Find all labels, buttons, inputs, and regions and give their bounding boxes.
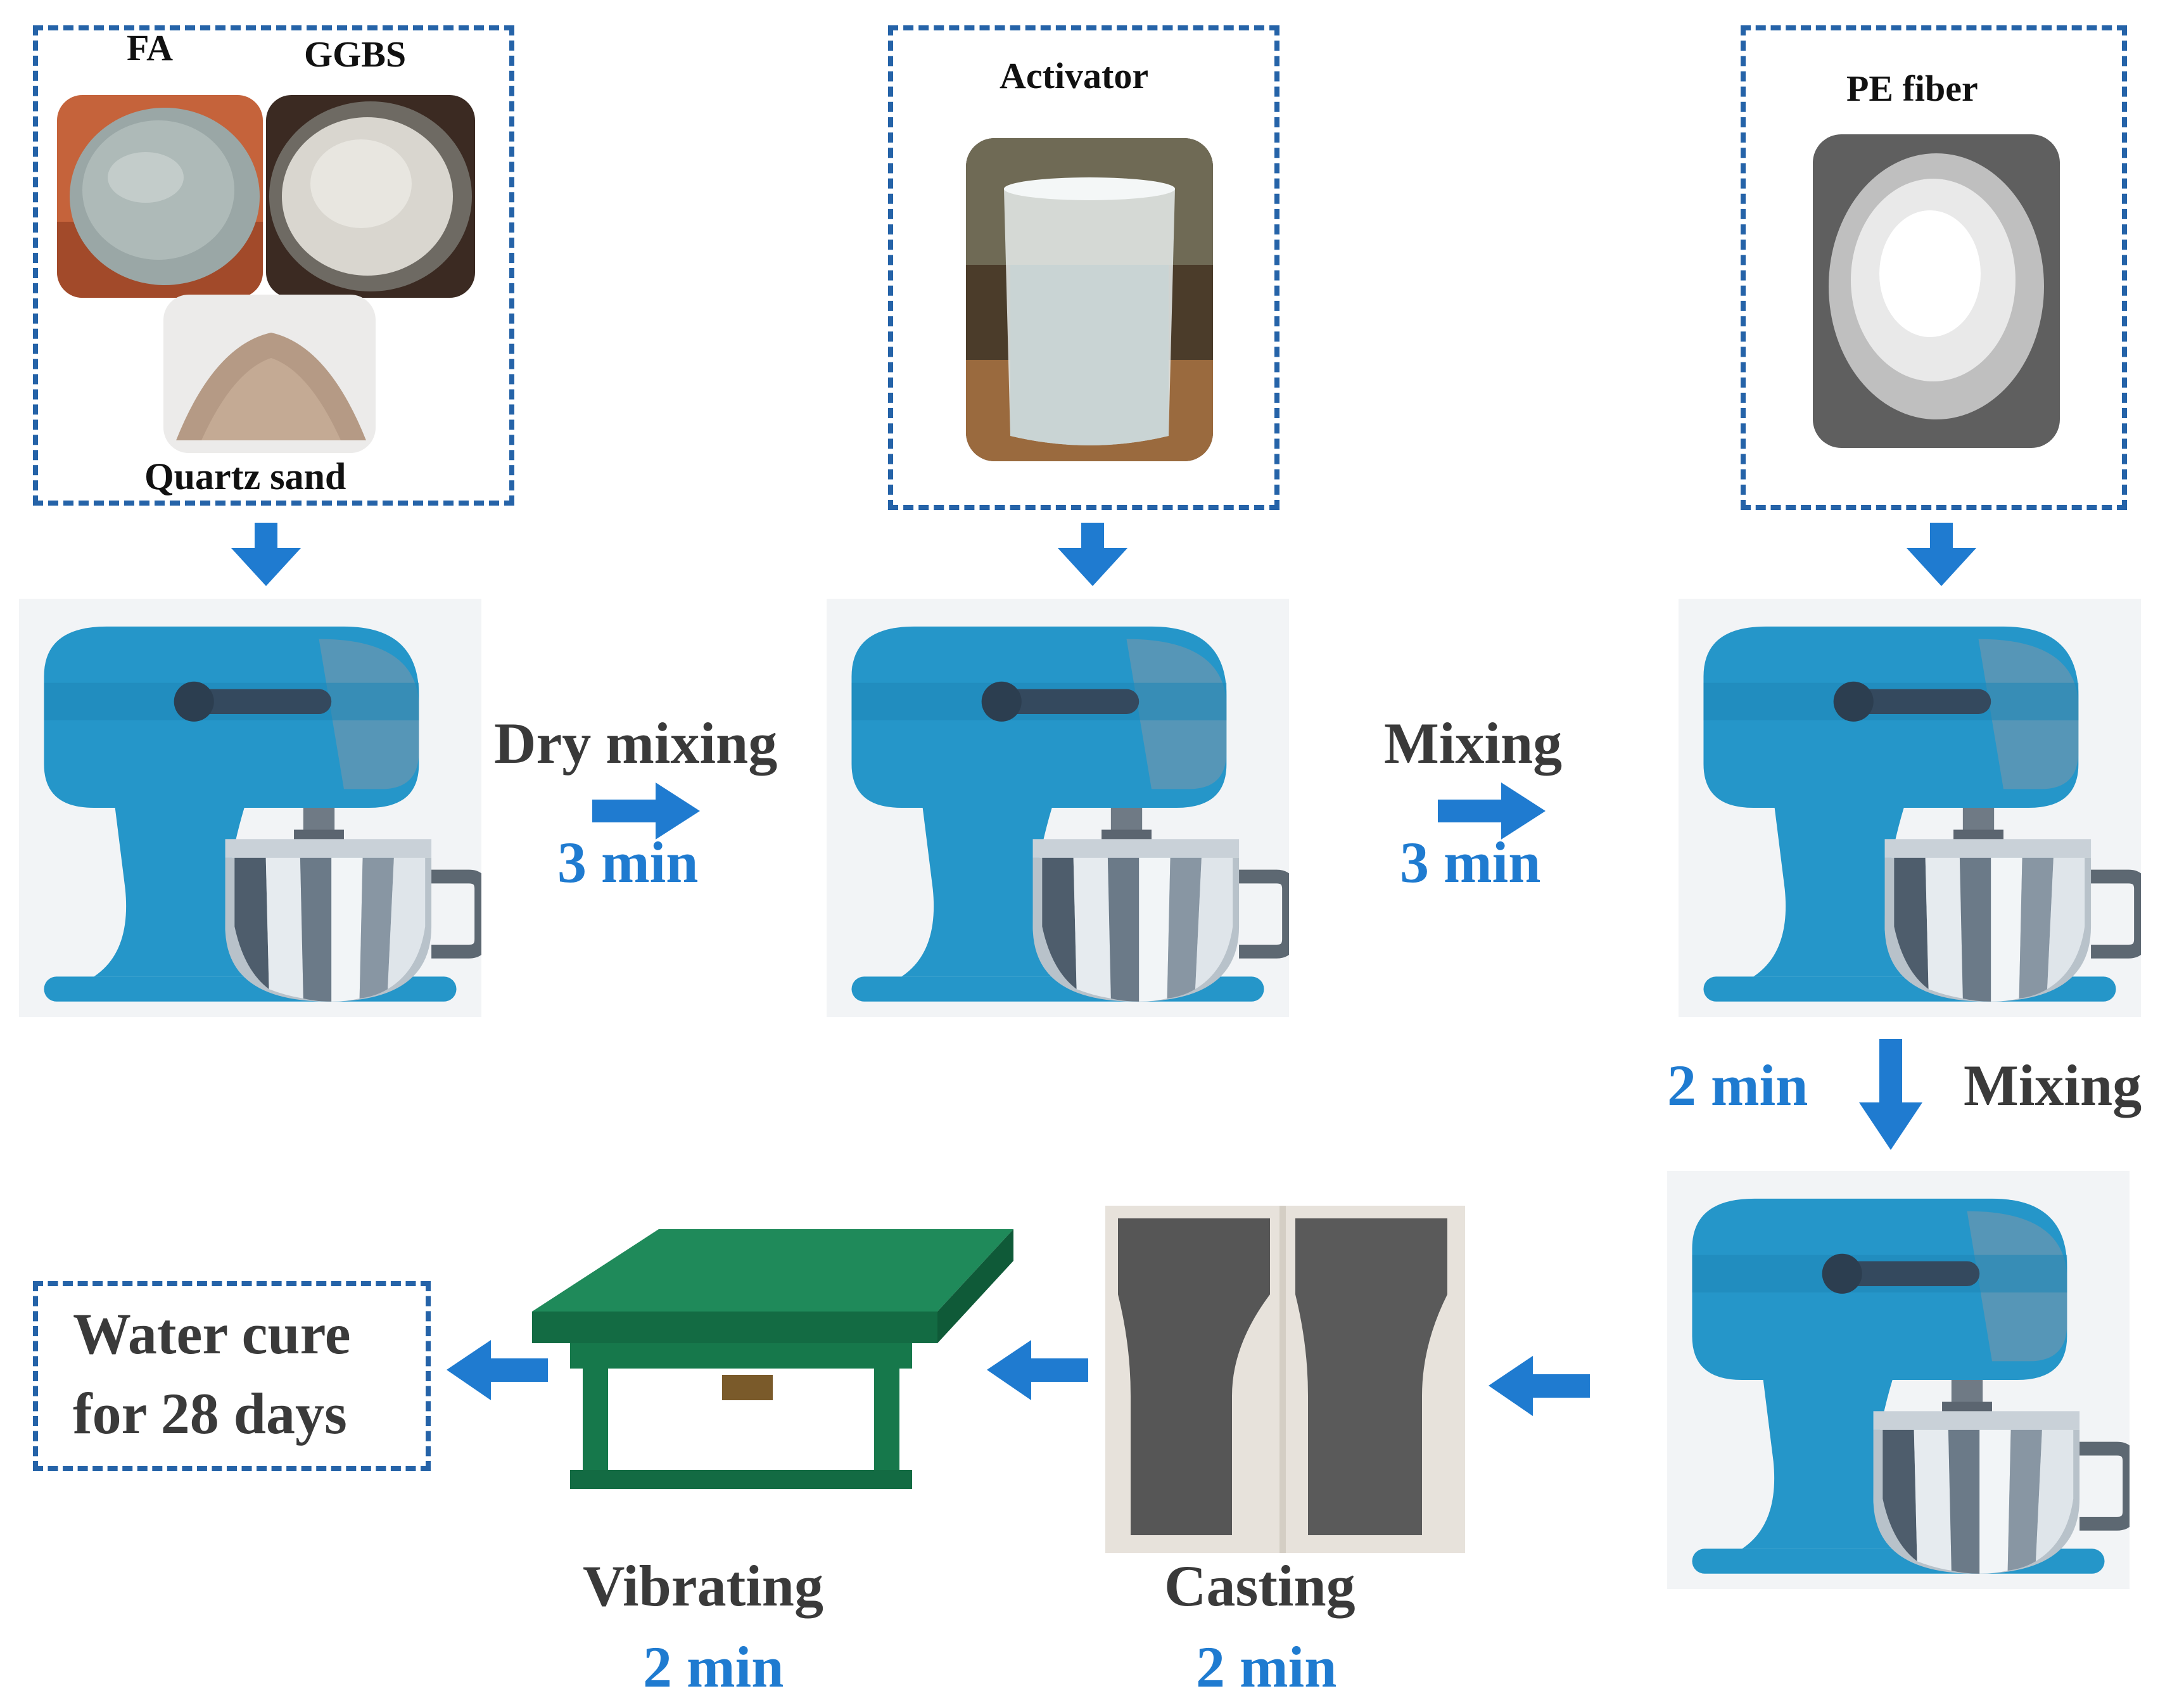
mixing-1-time: 3 min <box>1400 830 1541 895</box>
pe-fiber-photo <box>1813 134 2060 448</box>
left-arrow-1 <box>1489 1356 1590 1416</box>
quartz-sand-label: Quartz sand <box>144 456 346 497</box>
fa-photo <box>57 95 263 298</box>
vibrating-table-photo <box>532 1229 1013 1495</box>
activator-box <box>888 25 1279 510</box>
left-arrow-2 <box>987 1340 1088 1400</box>
mixer-4 <box>1667 1171 2130 1589</box>
raw-materials-box <box>33 25 514 506</box>
vibrating-label: Vibrating <box>583 1554 823 1618</box>
water-cure-box <box>33 1281 431 1471</box>
down-arrow-1 <box>231 523 301 586</box>
vibrating-time: 2 min <box>643 1635 784 1698</box>
mixer-1 <box>19 599 481 1017</box>
water-cure-line-2: for 28 days <box>73 1381 347 1446</box>
pe-fiber-label: PE fiber <box>1846 68 1978 109</box>
mixer-3 <box>1679 599 2141 1017</box>
water-cure-line-1: Water cure <box>73 1301 351 1366</box>
ggbs-label: GGBS <box>304 34 407 75</box>
casting-label: Casting <box>1164 1554 1355 1618</box>
casting-time: 2 min <box>1196 1635 1337 1698</box>
activator-photo <box>966 138 1213 461</box>
pe-fiber-box <box>1741 25 2127 510</box>
mixing-2-label: Mixing <box>1964 1053 2142 1118</box>
left-arrow-3 <box>447 1340 548 1400</box>
down-arrow-3 <box>1907 523 1976 586</box>
mixing-1-label: Mixing <box>1384 711 1563 776</box>
fa-label: FA <box>127 27 174 68</box>
dry-mixing-label: Dry mixing <box>494 711 778 776</box>
dry-mixing-time: 3 min <box>557 830 699 895</box>
quartz-sand-photo <box>163 295 376 453</box>
mixer-2 <box>827 599 1289 1017</box>
mixing-2-time: 2 min <box>1667 1053 1808 1118</box>
casting-photo <box>1105 1206 1465 1553</box>
right-arrow-2 <box>1438 782 1546 839</box>
right-arrow-1 <box>592 782 700 839</box>
ggbs-photo <box>266 95 475 298</box>
activator-label: Activator <box>1000 55 1149 96</box>
down-arrow-2 <box>1058 523 1127 586</box>
down-arrow-4 <box>1859 1039 1922 1150</box>
